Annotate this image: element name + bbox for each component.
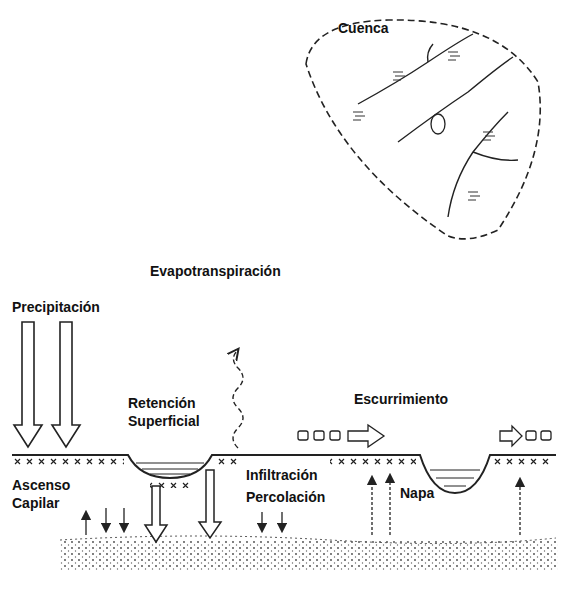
process-label: Percolación xyxy=(246,488,325,506)
channel-water xyxy=(430,470,480,486)
runoff-arrows xyxy=(298,425,551,447)
basin-shape xyxy=(298,12,548,244)
surface-water xyxy=(136,463,204,474)
water-table xyxy=(60,540,558,570)
rain-arrow xyxy=(14,322,42,447)
infiltration-arrow xyxy=(199,470,221,538)
percolation-arrow xyxy=(261,512,262,528)
capillary-arrow xyxy=(519,482,520,535)
process-label: Ascenso Capilar xyxy=(12,476,88,512)
process-label: Infiltración xyxy=(246,466,318,484)
rain-arrow xyxy=(52,322,80,447)
soil-texture xyxy=(216,458,240,470)
capillary-arrow xyxy=(389,478,390,535)
infiltration-arrow xyxy=(145,486,167,542)
evapotranspiration-line xyxy=(233,352,243,448)
percolation-arrow xyxy=(281,512,282,528)
soil-texture xyxy=(330,458,416,470)
soil-texture xyxy=(14,458,124,470)
process-label: Evapotranspiración xyxy=(150,262,281,280)
process-label: Napa xyxy=(400,484,434,502)
process-label: Retención Superficial xyxy=(128,394,224,430)
percolation-arrow xyxy=(123,508,124,528)
capillary-arrow xyxy=(371,480,372,535)
capillary-arrow xyxy=(85,515,86,535)
process-label: Escurrimiento xyxy=(354,390,448,408)
basin-title: Cuenca xyxy=(338,20,389,36)
percolation-arrow xyxy=(105,508,106,528)
ground-line xyxy=(12,455,556,493)
water-table-line xyxy=(60,536,556,544)
process-label: Precipitación xyxy=(12,298,100,316)
basin-outline: Cuenca xyxy=(298,12,548,244)
soil-texture xyxy=(494,458,554,470)
